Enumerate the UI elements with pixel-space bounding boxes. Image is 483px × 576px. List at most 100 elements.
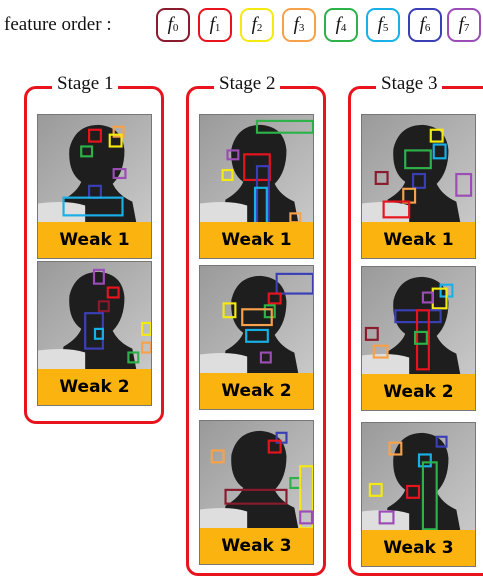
feature-box-f2 [429,128,444,143]
feature-subscript: 0 [172,22,179,34]
weak-label: Weak 3 [200,528,313,564]
feature-box-f7 [455,172,473,197]
feature-box-f4 [413,330,428,345]
weak-label: Weak 1 [38,222,151,258]
feature-box-f3 [141,341,151,354]
feature-symbol: f [167,14,173,35]
weak-label: Weak 1 [200,222,313,258]
feature-box-f4 [404,149,432,170]
feature-subscript: 7 [463,22,470,34]
feature-box-f7 [378,510,395,525]
feature-box-f1 [267,439,282,454]
feature-box-f6 [275,272,313,295]
feature-box-f7 [112,168,127,180]
stage-2-weak-3-panel: Weak 3 [199,420,314,565]
weak-label: Weak 3 [362,530,475,566]
feature-box-f1 [267,292,282,305]
stage-2-label: Stage 2 [214,73,281,95]
feature-box-f2 [368,482,383,497]
stage-1-label: Stage 1 [52,73,119,95]
feature-box-f5 [245,328,269,343]
silhouette-shape [221,124,299,223]
feature-box-f7 [226,149,240,161]
feature-box-f0 [224,488,288,505]
feature-box-f2 [141,321,151,336]
depth-face-image [362,423,475,531]
feature-box-f5 [417,453,432,468]
stage-2-weak-1-panel: Weak 1 [199,114,314,259]
feature-box-f0 [97,300,110,313]
stage-3-label: Stage 3 [376,73,443,95]
silhouette-shape [383,276,461,375]
feature-subscript: 1 [214,22,221,34]
depth-face-image [200,421,313,529]
feature-symbol: f [209,14,215,35]
feature-box-f1 [106,286,120,299]
feature-symbol: f [293,14,299,35]
feature-box-f3 [210,449,225,464]
weak-label: Weak 2 [200,373,313,409]
feature-box-f0 [364,326,379,341]
depth-face-image [362,267,475,375]
weak-label: Weak 2 [362,374,475,410]
feature-box-f7 [299,510,313,525]
feature-box-f4 [421,461,438,531]
feature-box-f4 [263,304,276,319]
feature-box-f3 [388,441,403,456]
stage-1-weak-2-panel: Weak 2 [37,261,152,406]
depth-face-image [200,115,313,223]
feature-box-f7 [92,268,105,285]
feature-box-f3 [372,344,389,359]
feature-box-f2 [299,465,313,529]
feature-subscript: 2 [256,22,263,34]
stage-3-weak-2-panel: Weak 2 [361,266,476,411]
stage-3-weak-3-panel: Weak 3 [361,422,476,567]
feature-symbol: f [419,14,425,35]
feature-box-f6 [435,435,448,448]
feature-box-f6 [255,165,270,223]
feature-box-f2 [222,302,237,319]
silhouette-shape [59,271,137,370]
feature-box-f3 [241,308,273,327]
depth-face-image [38,115,151,223]
depth-face-image [362,115,475,223]
feature-box-f0 [374,170,389,185]
feature-box-f5 [432,143,447,160]
stage-1-weak-1-panel: Weak 1 [37,114,152,259]
feature-subscript: 5 [382,22,389,34]
weak-label: Weak 2 [38,369,151,405]
weak-label: Weak 1 [362,222,475,258]
depth-face-image [38,262,151,370]
feature-box-f1 [88,128,102,143]
feature-box-f2 [108,133,123,148]
stage-3-weak-1-panel: Weak 1 [361,114,476,259]
feature-box-f1 [415,309,430,371]
feature-box-f7 [259,351,272,364]
feature-box-f3 [112,125,125,138]
feature-box-f1 [406,484,421,499]
depth-face-image [200,266,313,374]
feature-order-label: feature order : [4,14,112,35]
feature-box-f4 [80,145,94,158]
feature-symbol: f [377,14,383,35]
feature-box-f6 [412,172,426,189]
feature-symbol: f [458,14,464,35]
feature-box-f5 [62,196,124,217]
feature-box-f3 [289,212,302,223]
feature-box-f5 [93,327,104,340]
feature-box-f4 [127,351,140,364]
stage-2-weak-2-panel: Weak 2 [199,265,314,410]
feature-box-f5 [253,186,268,223]
feature-subscript: 3 [298,22,305,34]
feature-box-f1 [382,200,411,219]
feature-box-f7 [421,291,434,304]
feature-box-f4 [255,119,313,134]
